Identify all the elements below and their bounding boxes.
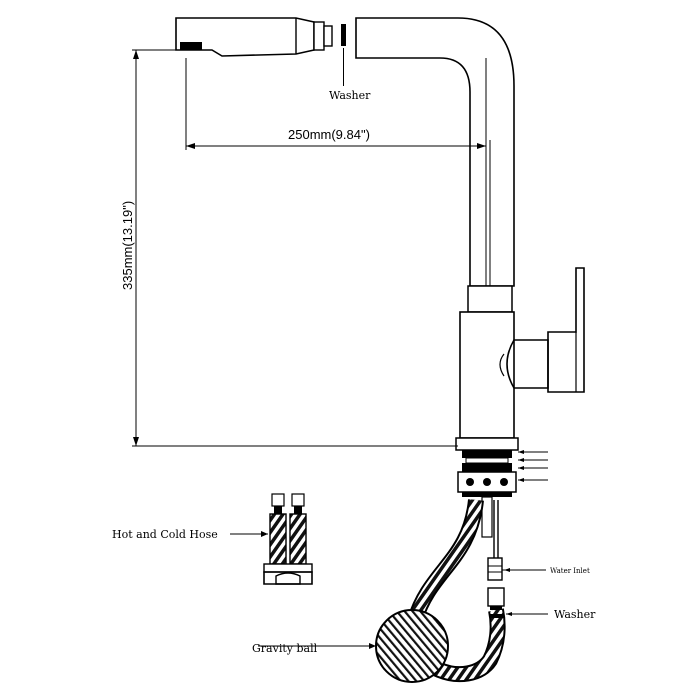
reach-dimension: 250mm(9.84") [185, 58, 487, 150]
reach-label: 250mm(9.84") [288, 127, 370, 142]
height-label: 335mm(13.19") [120, 201, 135, 290]
faucet-body [355, 17, 585, 538]
washer-top: Washer [329, 24, 371, 102]
height-dimension: 335mm(13.19") [120, 50, 458, 447]
washer-bottom-label: Washer [554, 608, 596, 621]
water-inlet: Water Inlet [487, 500, 590, 610]
spray-head [132, 17, 333, 57]
gravity-ball: Gravity ball [252, 609, 449, 683]
washer-top-label: Washer [329, 89, 371, 102]
water-inlet-label: Water Inlet [550, 567, 590, 575]
gravity-ball-label: Gravity ball [252, 642, 318, 655]
hot-cold-hoses: Hot and Cold Hose [112, 493, 313, 585]
hoses-label: Hot and Cold Hose [112, 528, 218, 541]
washer-bottom: Washer [490, 608, 596, 621]
